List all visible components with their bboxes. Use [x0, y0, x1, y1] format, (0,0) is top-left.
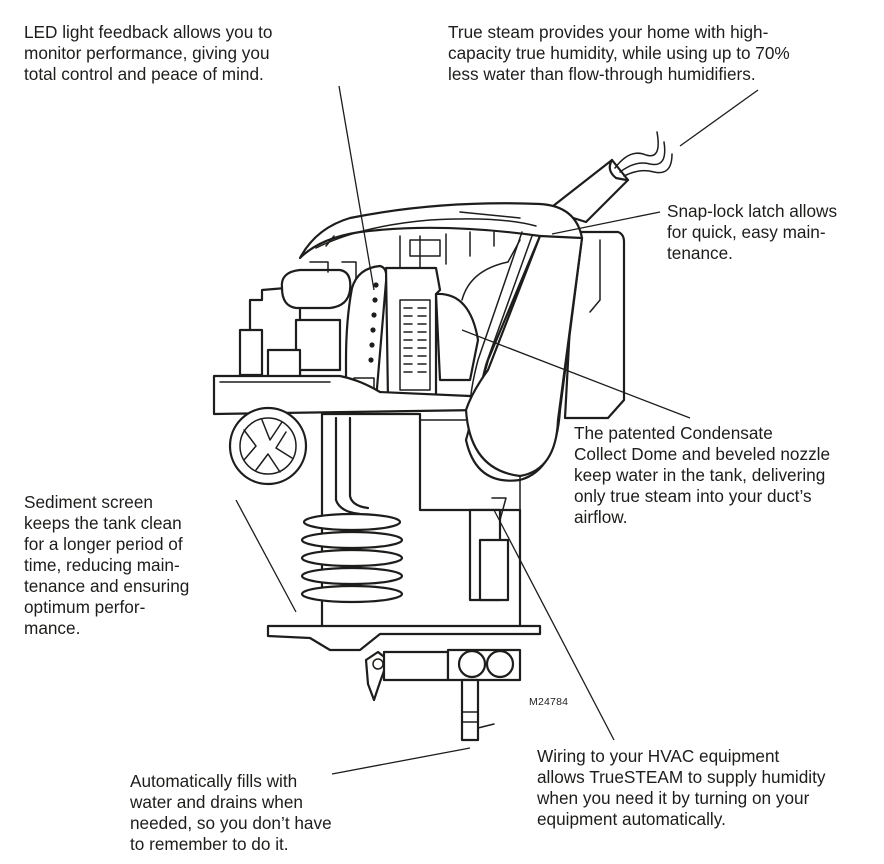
led-indicator	[373, 282, 379, 288]
inner-frame	[399, 231, 521, 301]
steam-outlet-pipe	[546, 131, 673, 224]
sediment-screen	[228, 406, 308, 486]
control-electronics	[238, 261, 357, 382]
callout-led-feedback: LED light feedback allows you to monitor…	[24, 22, 273, 84]
led-indicator	[372, 297, 378, 303]
bottom-tray	[266, 624, 542, 652]
leader-wiring	[493, 509, 615, 741]
led-indicator	[369, 342, 375, 348]
callout-auto-fill-drain: Automatically fills with water and drain…	[130, 771, 332, 854]
callout-hvac-wiring: Wiring to your HVAC equipment allows Tru…	[537, 746, 826, 829]
leader-lines	[235, 85, 759, 775]
leader-sediment	[235, 499, 297, 613]
led-indicator	[371, 312, 377, 318]
fill-drain-valve	[364, 648, 522, 742]
heating-element-coil	[300, 416, 404, 604]
leader-led	[338, 85, 375, 291]
figure-code: M24784	[529, 696, 569, 708]
rear-housing	[563, 230, 626, 420]
callout-snap-lock-latch: Snap-lock latch allows for quick, easy m…	[667, 201, 838, 263]
leader-steam	[679, 89, 759, 147]
leader-dome	[461, 329, 691, 419]
wiring-terminal-block	[384, 266, 442, 402]
dome-interior	[434, 292, 480, 382]
callout-true-steam: True steam provides your home with high-…	[448, 22, 790, 84]
drain-assembly	[468, 497, 510, 602]
led-indicator	[368, 357, 374, 363]
leader-fill	[331, 747, 471, 775]
callout-sediment-screen: Sediment screen keeps the tank clean for…	[24, 492, 190, 638]
leader-latch	[551, 211, 661, 235]
callout-condensate-dome: The patented Condensate Collect Dome and…	[574, 423, 831, 527]
snap-lock-latch	[464, 234, 584, 478]
led-indicator	[370, 327, 376, 333]
